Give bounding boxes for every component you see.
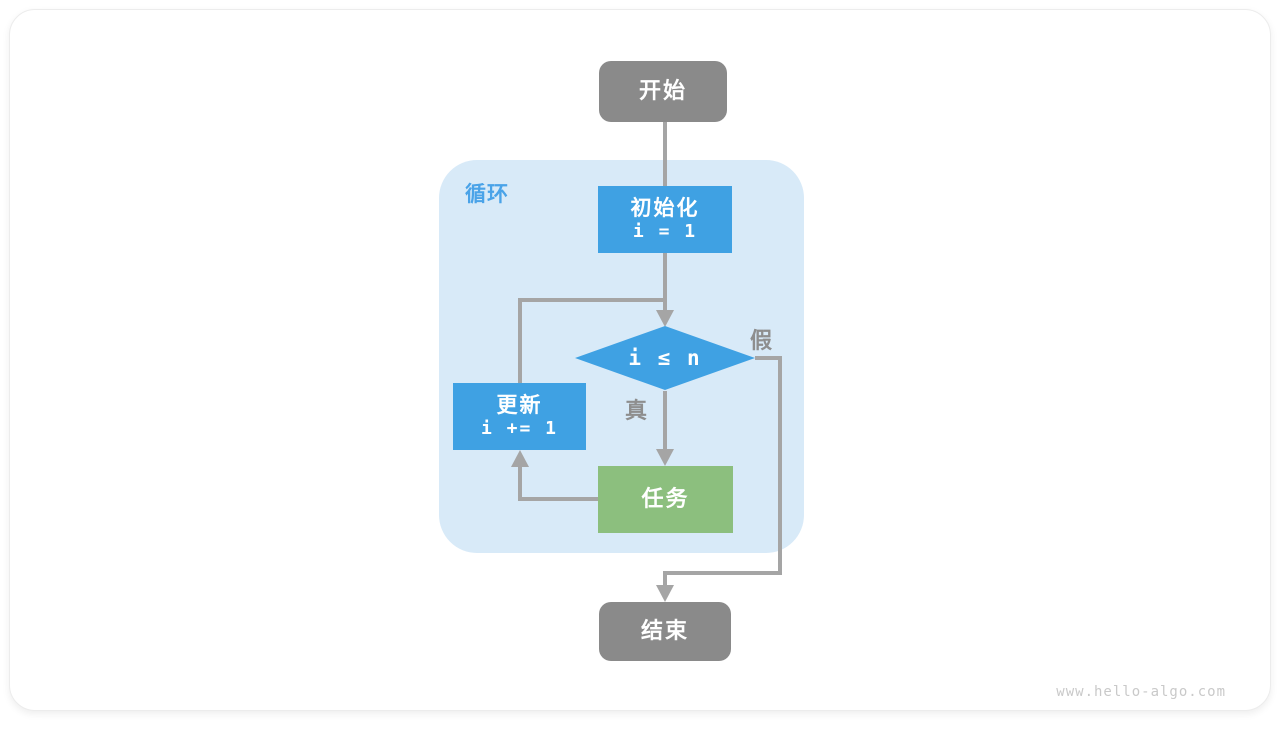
edge-update-to-condition — [518, 298, 663, 383]
condition-node-label: i ≤ n — [628, 346, 702, 370]
task-node: 任务 — [598, 466, 733, 533]
loop-scope-label: 循环 — [465, 182, 509, 206]
end-node-label: 结束 — [640, 618, 689, 644]
false-branch-label: 假 — [750, 329, 773, 354]
task-node-label: 任务 — [641, 486, 690, 512]
watermark-text: www.hello-algo.com — [1056, 684, 1226, 700]
true-branch-label: 真 — [625, 399, 648, 424]
arrowhead-into-condition — [656, 310, 674, 327]
init-node-label: 初始化 — [630, 196, 700, 221]
update-node-code: i += 1 — [480, 418, 559, 440]
edge-task-to-update — [518, 466, 598, 501]
arrowhead-into-end — [656, 585, 674, 602]
init-node-code: i = 1 — [632, 221, 698, 243]
start-node: 开始 — [599, 61, 727, 122]
update-node-label: 更新 — [496, 393, 543, 418]
condition-diamond-shape — [575, 326, 755, 390]
arrowhead-into-task — [656, 449, 674, 466]
diagram-canvas: 循环 开始 初始化 i = 1 i ≤ n — [9, 9, 1271, 711]
edge-condition-to-end — [663, 356, 782, 587]
end-node: 结束 — [599, 602, 731, 661]
update-node: 更新 i += 1 — [453, 383, 586, 450]
start-node-label: 开始 — [638, 78, 687, 104]
flow-connectors — [511, 122, 782, 602]
init-node: 初始化 i = 1 — [598, 186, 732, 253]
arrowhead-into-update — [511, 450, 529, 467]
